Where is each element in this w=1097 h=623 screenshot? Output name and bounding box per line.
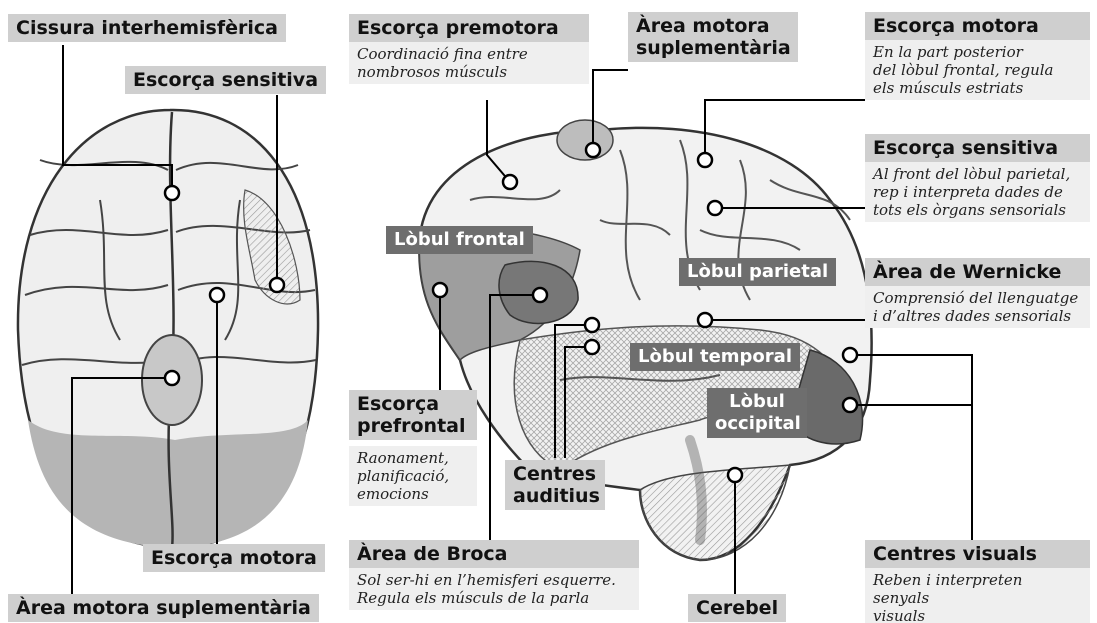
- dot-prefrontal: [433, 283, 447, 297]
- label-escorca-sensitiva-top: Escorça sensitiva: [125, 66, 326, 94]
- dot-visuals-2: [843, 398, 857, 412]
- desc-escorca-premotora: Coordinació fina entre nombrosos músculs: [349, 42, 589, 84]
- dot-area-motora-top: [165, 371, 179, 385]
- label-area-de-broca: Àrea de Broca: [349, 540, 639, 568]
- dot-area-motora-supl: [586, 143, 600, 157]
- label-escorca-motora-top: Escorça motora: [143, 544, 325, 572]
- desc-escorca-motora: En la part posterior del lòbul frontal, …: [865, 40, 1090, 100]
- label-centres-visuals: Centres visuals: [865, 540, 1090, 568]
- dot-auditius-1: [585, 318, 599, 332]
- brain-top-view: [18, 110, 318, 548]
- label-escorca-motora: Escorça motora: [865, 12, 1090, 40]
- label-cerebel: Cerebel: [688, 594, 786, 622]
- desc-area-de-broca: Sol ser-hi en l’hemisferi esquerre. Regu…: [349, 568, 639, 610]
- label-area-motora-suplementaria: Àrea motora suplementària: [628, 12, 798, 62]
- dot-visuals-1: [843, 348, 857, 362]
- label-escorca-premotora: Escorça premotora: [349, 14, 589, 42]
- dot-wernicke: [698, 313, 712, 327]
- desc-centres-visuals: Reben i interpreten senyals visuals: [865, 568, 1090, 623]
- label-centres-auditius: Centres auditius: [505, 460, 605, 510]
- dot-cerebel: [728, 468, 742, 482]
- label-lobul-parietal: Lòbul parietal: [679, 258, 836, 286]
- dot-auditius-2: [585, 340, 599, 354]
- desc-area-de-wernicke: Comprensió del llenguatge i d’altres dad…: [865, 286, 1090, 328]
- dot-motora-top: [210, 288, 224, 302]
- dot-cissura: [165, 186, 179, 200]
- dot-motora: [698, 153, 712, 167]
- desc-escorca-sensitiva: Al front del lòbul parietal, rep i inter…: [865, 162, 1090, 222]
- label-lobul-frontal: Lòbul frontal: [386, 226, 533, 254]
- label-lobul-temporal: Lòbul temporal: [630, 343, 800, 371]
- label-escorca-sensitiva: Escorça sensitiva: [865, 134, 1090, 162]
- brain-side-view: [419, 120, 871, 560]
- label-area-de-wernicke: Àrea de Wernicke: [865, 258, 1090, 286]
- label-cissura-interhemisferica: Cissura interhemisfèrica: [8, 14, 286, 42]
- supplementary-motor-side: [557, 120, 613, 160]
- label-escorca-prefrontal: Escorça prefrontal: [349, 390, 477, 440]
- label-lobul-occipital: Lòbul occipital: [707, 388, 807, 438]
- desc-escorca-prefrontal: Raonament, planificació, emocions: [349, 446, 477, 506]
- dot-premotora: [503, 175, 517, 189]
- dot-broca: [533, 288, 547, 302]
- dot-sensitiva-top: [270, 278, 284, 292]
- label-area-motora-suplementaria-top: Àrea motora suplementària: [8, 594, 319, 622]
- dot-sensitiva: [708, 201, 722, 215]
